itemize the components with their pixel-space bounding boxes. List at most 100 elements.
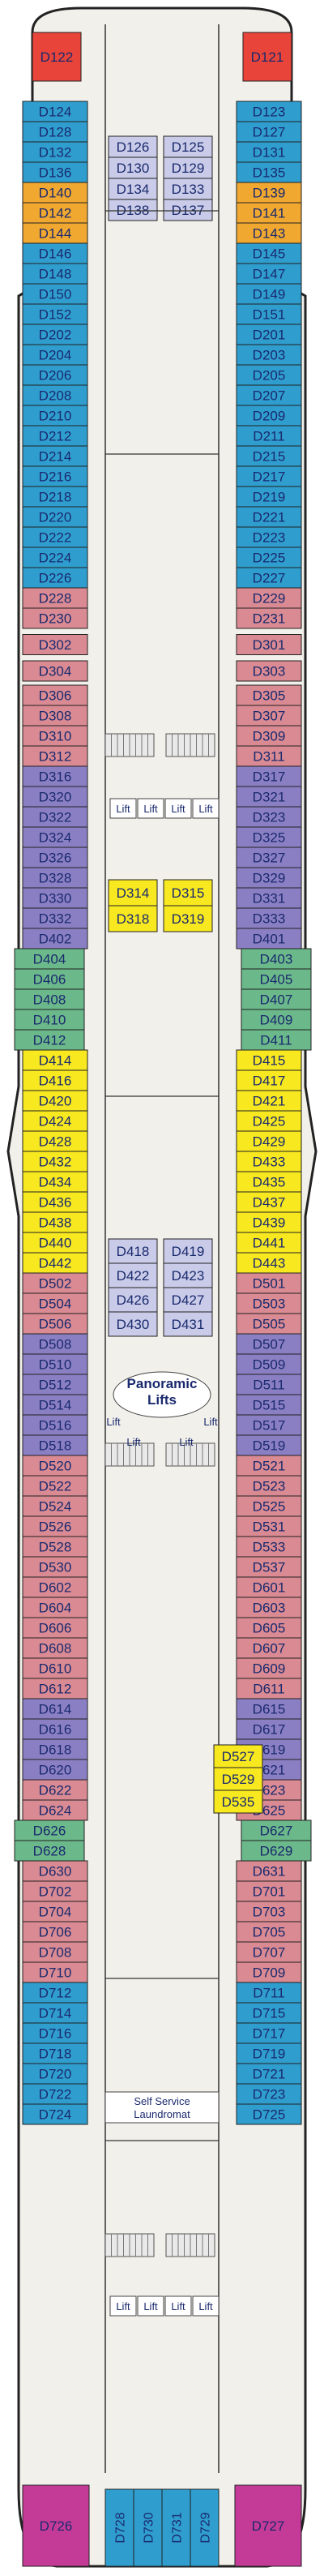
cabin-label: D422 [117,1268,150,1284]
cabin-box [236,1515,302,1537]
cabin-label: D303 [253,664,286,679]
cabin-d607: D607 [236,1637,302,1659]
cabin-d727: D727 [234,2484,302,2567]
lift-label: Lift [203,1416,218,1428]
cabin-box [236,1982,302,2004]
cabin-box [22,847,88,868]
cabin-label: D408 [33,992,66,1008]
cabin-box [236,1292,302,1314]
cabin-label: D701 [253,1884,286,1900]
lift-label: Lift [116,803,130,815]
cabin-label: D223 [253,530,286,546]
cabin-label: D410 [33,1013,66,1028]
cabin-box [236,546,302,568]
cabin-box [22,1698,88,1720]
cabin-d305: D305 [236,684,302,706]
cabin-d202: D202 [22,324,88,345]
cabin-label: D230 [39,611,72,627]
cabin-box [236,1049,302,1071]
cabin-box [108,178,158,200]
cabin-d225: D225 [236,546,302,568]
cabin-d604: D604 [22,1597,88,1618]
cabin-label: D316 [39,769,72,785]
cabin-box [161,2488,191,2567]
cabin-label: D717 [253,2026,286,2042]
cabin-d530: D530 [22,1556,88,1578]
cabin-d146: D146 [22,242,88,264]
cabin-box [236,1434,302,1456]
cabin-d218: D218 [22,486,88,508]
cabin-box [236,1901,302,1922]
cabin-label: D520 [39,1459,72,1474]
lift-label: Lift [198,803,213,815]
cabin-label: D210 [39,409,72,424]
cabin-box [236,1961,302,1983]
cabin-d409: D409 [241,1009,312,1031]
cabin-label: D209 [253,409,286,424]
cabin-d704: D704 [22,1901,88,1922]
cabin-box [22,705,88,727]
cabin-box [108,1262,158,1288]
cabin-label: D330 [39,891,72,907]
cabin-label: D607 [253,1641,286,1657]
cabin-label: D514 [39,1398,72,1413]
cabin-d441: D441 [236,1232,302,1254]
cabin-label: D317 [253,769,286,785]
cabin-label: D523 [253,1479,286,1494]
cabin-label: D131 [253,145,286,161]
cabin-box [22,1475,88,1497]
inner-cabin-d130: D130 [108,156,158,179]
cabin-label: D304 [39,664,72,679]
cabin-d424: D424 [22,1110,88,1132]
cabin-box [236,745,302,767]
lift-label: Lift [179,1436,194,1448]
cabin-d316: D316 [22,765,88,787]
cabin-d435: D435 [236,1171,302,1193]
cabin-label: D617 [253,1722,286,1738]
cabin-d610: D610 [22,1657,88,1679]
cabin-d522: D522 [22,1475,88,1497]
cabin-d229: D229 [236,587,302,609]
cabin-box [234,2484,302,2567]
cabin-label: D507 [253,1337,286,1352]
cabin-box [22,344,88,366]
cabin-label: D206 [39,368,72,384]
inner-cabin-d426: D426 [108,1287,158,1313]
cabin-d139: D139 [236,182,302,204]
cabin-label: D225 [253,551,286,566]
cabin-label: D218 [39,490,72,505]
cabin-label: D440 [39,1236,72,1251]
cabin-label: D442 [39,1256,72,1271]
cabin-label: D505 [253,1317,286,1332]
cabin-box [22,202,88,224]
cabin-box [22,445,88,467]
cabin-d516: D516 [22,1414,88,1436]
cabin-d606: D606 [22,1617,88,1639]
cabin-label: D128 [39,125,72,140]
cabin-label: D438 [39,1215,72,1231]
cabin-label: D618 [39,1742,72,1758]
cabin-label: D519 [253,1438,286,1454]
cabin-label: D140 [39,186,72,201]
cabin-d217: D217 [236,465,302,487]
cabin-d620: D620 [22,1759,88,1781]
cabin-box [241,968,312,990]
cabin-d502: D502 [22,1272,88,1294]
cabin-d701: D701 [236,1880,302,1902]
cabin-box [236,161,302,183]
panoramic-label: Lifts [147,1392,177,1408]
cabin-box [14,988,85,1010]
cabin-label: D328 [39,871,72,886]
cabin-d150: D150 [22,283,88,305]
cabin-box [236,283,302,305]
cabin-label: D127 [253,125,286,140]
cabin-d128: D128 [22,121,88,143]
cabin-d215: D215 [236,445,302,467]
cabin-box [22,242,88,264]
cabin-label: D524 [39,1499,72,1515]
cabin-d425: D425 [236,1110,302,1132]
cabin-label: D702 [39,1884,72,1900]
cabin-label: D432 [39,1155,72,1170]
cabin-d611: D611 [236,1678,302,1699]
